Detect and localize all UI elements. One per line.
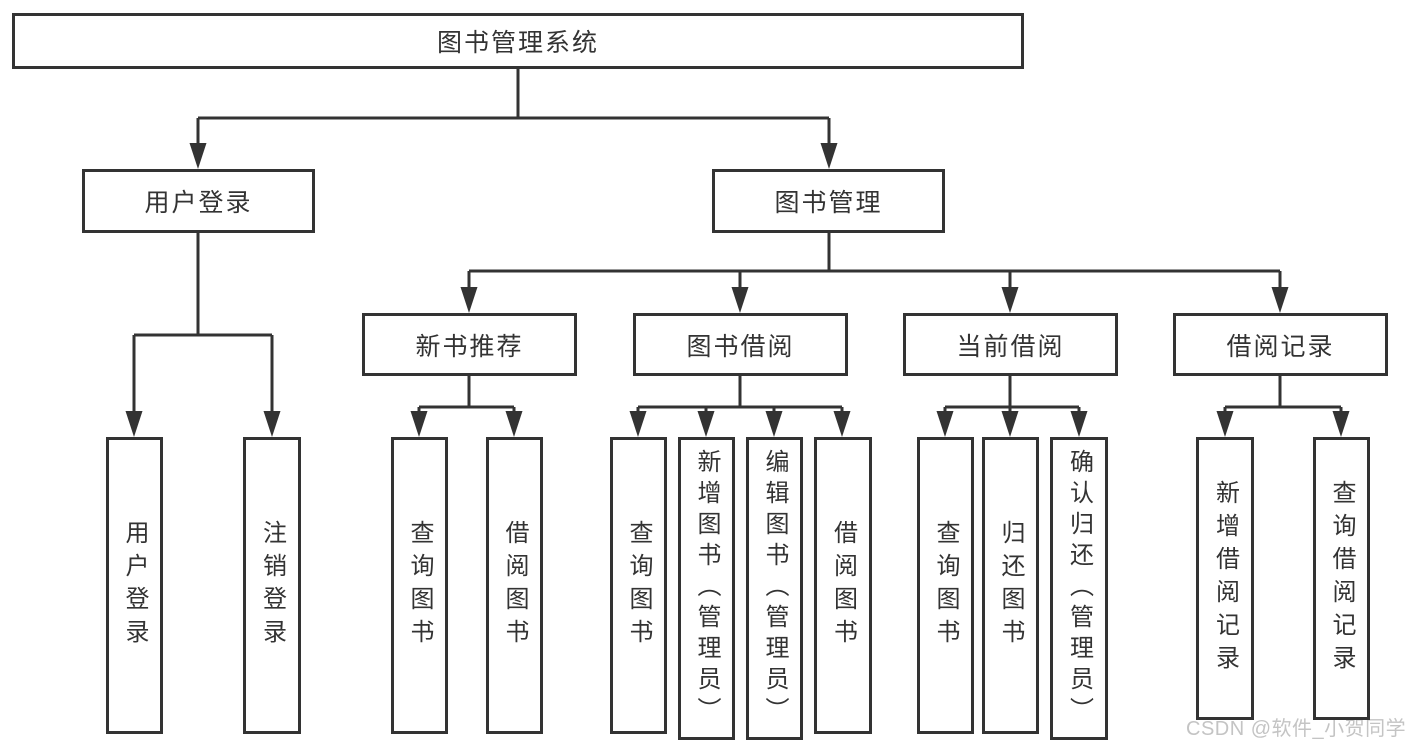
arrowhead-icon — [410, 411, 428, 437]
node-root: 图书管理系统 — [12, 13, 1024, 69]
arrowhead-icon — [1271, 287, 1289, 313]
connector-user-login-split — [125, 233, 281, 437]
connector-new-book-split — [410, 376, 523, 437]
node-confirm-return-admin: 确认归还（管理员） — [1050, 437, 1108, 740]
node-edit-book-admin: 编辑图书（管理员） — [746, 437, 803, 740]
arrowhead-icon — [765, 411, 783, 437]
arrowhead-icon — [833, 411, 851, 437]
node-book-borrowing: 图书借阅 — [633, 313, 848, 376]
connector-line — [467, 233, 1282, 293]
arrowhead-icon — [1216, 411, 1234, 437]
node-query-book-2: 查询图书 — [610, 437, 667, 734]
node-logout: 注销登录 — [243, 437, 301, 734]
node-borrow-book-1: 借阅图书 — [486, 437, 543, 734]
node-add-borrow-record: 新增借阅记录 — [1196, 437, 1254, 720]
node-query-book-1: 查询图书 — [391, 437, 448, 734]
arrowhead-icon — [820, 143, 838, 169]
connector-current-borrow-split — [936, 376, 1088, 437]
arrowhead-icon — [189, 143, 207, 169]
connector-line — [1223, 376, 1343, 417]
arrowhead-icon — [936, 411, 954, 437]
connector-book-management-split — [460, 233, 1289, 313]
connector-book-borrowing-split — [629, 376, 851, 437]
connector-line — [943, 376, 1081, 417]
node-borrowing-records: 借阅记录 — [1173, 313, 1388, 376]
connector-line — [636, 376, 844, 417]
arrowhead-icon — [460, 287, 478, 313]
node-add-book-admin: 新增图书（管理员） — [678, 437, 735, 740]
connector-borrow-records-split — [1216, 376, 1350, 437]
arrowhead-icon — [1001, 411, 1019, 437]
node-user-login-leaf: 用户登录 — [106, 437, 163, 734]
connector-root-split — [189, 69, 838, 169]
node-return-book: 归还图书 — [982, 437, 1039, 734]
arrowhead-icon — [125, 411, 143, 437]
arrowhead-icon — [697, 411, 715, 437]
arrowhead-icon — [1332, 411, 1350, 437]
connector-line — [196, 69, 831, 149]
arrowhead-icon — [1070, 411, 1088, 437]
node-query-book-3: 查询图书 — [917, 437, 974, 734]
node-new-book-recommend: 新书推荐 — [362, 313, 577, 376]
node-query-borrow-record: 查询借阅记录 — [1313, 437, 1370, 720]
connector-line — [417, 376, 516, 417]
arrowhead-icon — [263, 411, 281, 437]
arrowhead-icon — [505, 411, 523, 437]
node-borrow-book-2: 借阅图书 — [814, 437, 872, 734]
node-user-login: 用户登录 — [82, 169, 315, 233]
connector-line — [132, 233, 274, 417]
node-current-borrowing: 当前借阅 — [903, 313, 1118, 376]
node-book-management: 图书管理 — [712, 169, 945, 233]
arrowhead-icon — [1001, 287, 1019, 313]
arrowhead-icon — [731, 287, 749, 313]
arrowhead-icon — [629, 411, 647, 437]
